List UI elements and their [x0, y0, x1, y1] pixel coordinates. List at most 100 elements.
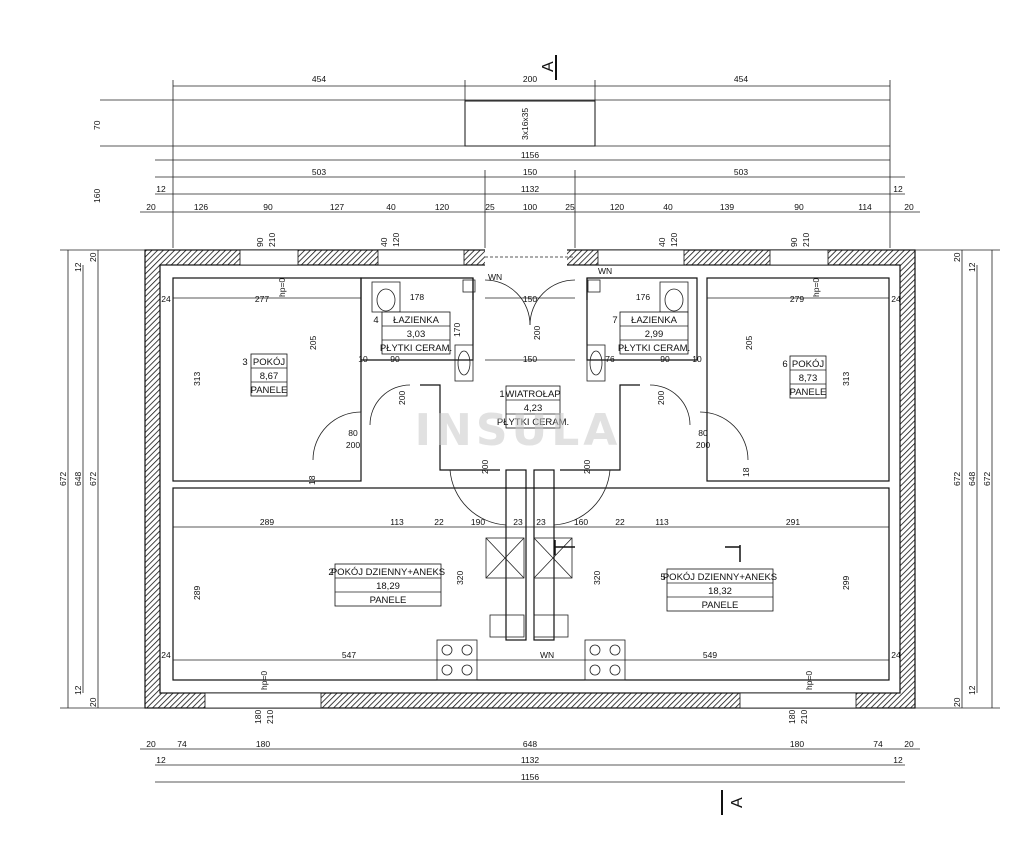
dim-23-right: 23	[536, 517, 546, 527]
room-number: 4	[373, 315, 378, 326]
dim-living-left-mid: 113	[390, 517, 404, 527]
dim-room3-width: 277	[255, 294, 269, 304]
room-name: ŁAZIENKA	[631, 315, 678, 326]
room-floor: PŁYTKI CERAM.	[380, 343, 452, 354]
dim-18-left: 18	[307, 475, 317, 485]
dim-24-tl: 24	[161, 294, 171, 304]
dim-living-left-bottom: 547	[342, 650, 356, 660]
dim-window-90-right: 90	[789, 237, 799, 247]
dim-160: 160	[574, 517, 588, 527]
dim-text: 90	[794, 202, 804, 212]
room-name: ŁAZIENKA	[393, 315, 440, 326]
dim-text: 120	[610, 202, 624, 212]
dim-200-bl: 200	[397, 391, 407, 405]
room-area: 2,99	[645, 329, 664, 340]
dim-text: 25	[565, 202, 575, 212]
dim-170-left: 170	[452, 323, 462, 337]
dim-503-right: 503	[734, 167, 748, 177]
room-floor: PANELE	[702, 600, 739, 611]
dim-24-bl: 24	[161, 650, 171, 660]
room-label-4: 4 ŁAZIENKA 3,03 PŁYTKI CERAM.	[373, 311, 452, 355]
dim-bwin-180-left: 180	[253, 710, 263, 724]
section-marker-bottom: A	[721, 790, 746, 815]
dim-12-left: 12	[156, 184, 166, 194]
dim-454-left: 454	[312, 74, 326, 84]
dim-90-right: 90	[660, 354, 670, 364]
dim-living-left: 289	[260, 517, 274, 527]
interior-walls	[172, 277, 890, 681]
chimney	[464, 100, 596, 147]
dim-room3-closet: 205	[308, 336, 318, 350]
room-number: 6	[782, 359, 787, 370]
dim-text: 20	[952, 697, 962, 707]
dim-1156-top: 1156	[521, 150, 540, 160]
dim-living-right-mid: 113	[655, 517, 669, 527]
hp0-top-right: hp=0	[811, 278, 821, 297]
dim-text: 126	[194, 202, 208, 212]
dim-23-left: 23	[513, 517, 523, 527]
dim-living-left-h2: 320	[455, 571, 465, 585]
hp0-bottom-right: hp=0	[804, 671, 814, 690]
room-area: 3,03	[407, 329, 426, 340]
room-number: 3	[242, 357, 247, 368]
dim-text: 672	[982, 472, 992, 486]
dim-24-br: 24	[891, 650, 901, 660]
dim-18-right: 18	[741, 467, 751, 477]
dim-living-right-height: 299	[841, 576, 851, 590]
room-number: 1	[499, 389, 504, 400]
dim-90-left: 90	[390, 354, 400, 364]
room-label-5: 5 POKÓJ DZIENNY+ANEKS 18,32 PANELE	[660, 568, 777, 612]
dim-10-right: 10	[692, 354, 702, 364]
dim-10-left: 10	[358, 354, 368, 364]
dim-200: 200	[523, 74, 537, 84]
dim-door-80-left: 80	[348, 428, 358, 438]
dim-503-left: 503	[312, 167, 326, 177]
dim-text: 12	[893, 755, 903, 765]
dim-454-right: 454	[734, 74, 748, 84]
door-swings	[312, 279, 749, 526]
room-area: 18,32	[708, 586, 732, 597]
dim-text: 12	[967, 685, 977, 695]
top-dimensions: 454 200 454 3x16x35 1156 503 150 503 12 …	[92, 74, 920, 248]
section-marker-top: A	[540, 55, 557, 80]
dim-living-right: 291	[786, 517, 800, 527]
dim-200-br: 200	[656, 391, 666, 405]
dim-row-5: 20 126 90 127 40 120 25 100 25 120 40 13…	[146, 202, 914, 212]
dim-text: 20	[88, 697, 98, 707]
dim-text: 12	[967, 262, 977, 272]
dim-window-210-right: 210	[801, 233, 811, 247]
dim-22-right: 22	[615, 517, 625, 527]
hp0-bottom-left: hp=0	[259, 671, 269, 690]
dim-window-90-left: 90	[255, 237, 265, 247]
dim-window-40-right: 40	[657, 237, 667, 247]
chimney-label: 3x16x35	[520, 108, 530, 140]
dim-window-40-left: 40	[379, 237, 389, 247]
dim-door-200-right: 200	[696, 440, 710, 450]
room-area: 18,29	[376, 581, 400, 592]
dim-190: 190	[471, 517, 485, 527]
bottom-dimensions: 20 74 180 648 180 74 20 12 1132 12 1156	[140, 739, 920, 783]
room-floor: PANELE	[251, 385, 288, 396]
room-floor: PŁYTKI CERAM.	[497, 417, 569, 428]
section-marker-letter: A	[729, 797, 746, 808]
dim-window-210-left: 210	[267, 233, 277, 247]
room-number: 5	[660, 572, 665, 583]
dim-room6-width: 279	[790, 294, 804, 304]
dim-160: 160	[92, 189, 102, 203]
dim-text: 40	[663, 202, 673, 212]
dim-text: 20	[146, 739, 156, 749]
room-label-2: 2 POKÓJ DZIENNY+ANEKS 18,29 PANELE	[328, 563, 445, 607]
dim-bath-right: 176	[636, 292, 650, 302]
dim-text: 20	[146, 202, 156, 212]
dim-text: 12	[73, 685, 83, 695]
dim-24-tr: 24	[891, 294, 901, 304]
dim-text: 180	[790, 739, 804, 749]
dim-bwin-210-right: 210	[799, 710, 809, 724]
dim-text: 114	[858, 202, 872, 212]
room-label-1: 1 WIATROŁAP 4,23 PŁYTKI CERAM.	[497, 385, 569, 429]
room-name: WIATROŁAP	[505, 389, 560, 400]
dim-text: 20	[904, 739, 914, 749]
dim-200-hall: 200	[532, 326, 542, 340]
section-marker-letter: A	[540, 61, 557, 72]
dim-12-right: 12	[893, 184, 903, 194]
